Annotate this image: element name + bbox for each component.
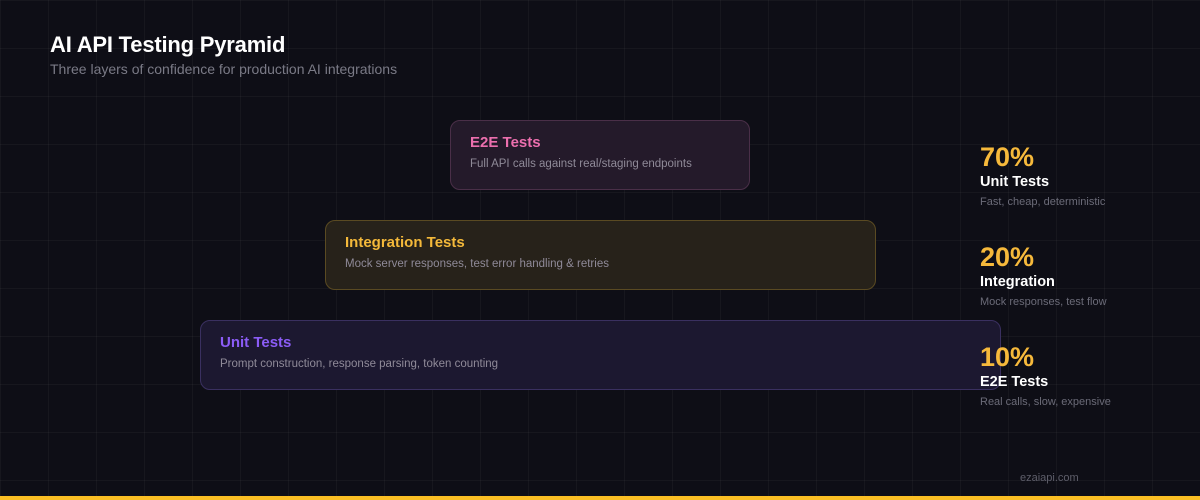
stat-name: Integration [980, 274, 1055, 290]
stat-percent: 20% [980, 242, 1035, 272]
stat-percent: 10% [980, 342, 1035, 372]
stat-description: Mock responses, test flow [980, 296, 1107, 308]
stat-description: Fast, cheap, deterministic [980, 196, 1106, 208]
stat-name: Unit Tests [980, 174, 1050, 190]
layer-title: E2E Tests [470, 134, 541, 151]
stat-integration: 20% Integration Mock responses, test flo… [980, 242, 1107, 308]
stat-unit: 70% Unit Tests Fast, cheap, deterministi… [980, 142, 1105, 208]
brand-watermark: ezaiapi.com [1020, 472, 1079, 484]
pyramid-layer-unit: Unit Tests Prompt construction, response… [200, 320, 1001, 390]
pyramid-layer-e2e: E2E Tests Full API calls against real/st… [450, 120, 750, 190]
stat-description: Real calls, slow, expensive [980, 396, 1111, 408]
layer-description: Prompt construction, response parsing, t… [220, 358, 499, 370]
pyramid-layer-integration: Integration Tests Mock server responses,… [325, 220, 876, 290]
layer-description: Full API calls against real/staging endp… [470, 158, 692, 170]
stat-e2e: 10% E2E Tests Real calls, slow, expensiv… [980, 342, 1111, 408]
stat-name: E2E Tests [980, 374, 1049, 390]
layer-title: Integration Tests [345, 234, 465, 251]
accent-bottom-bar [0, 496, 1200, 500]
layer-description: Mock server responses, test error handli… [345, 258, 609, 270]
page-subtitle: Three layers of confidence for productio… [50, 61, 398, 77]
stat-percent: 70% [980, 142, 1035, 172]
page-title: AI API Testing Pyramid [50, 32, 286, 57]
layer-title: Unit Tests [220, 334, 292, 351]
